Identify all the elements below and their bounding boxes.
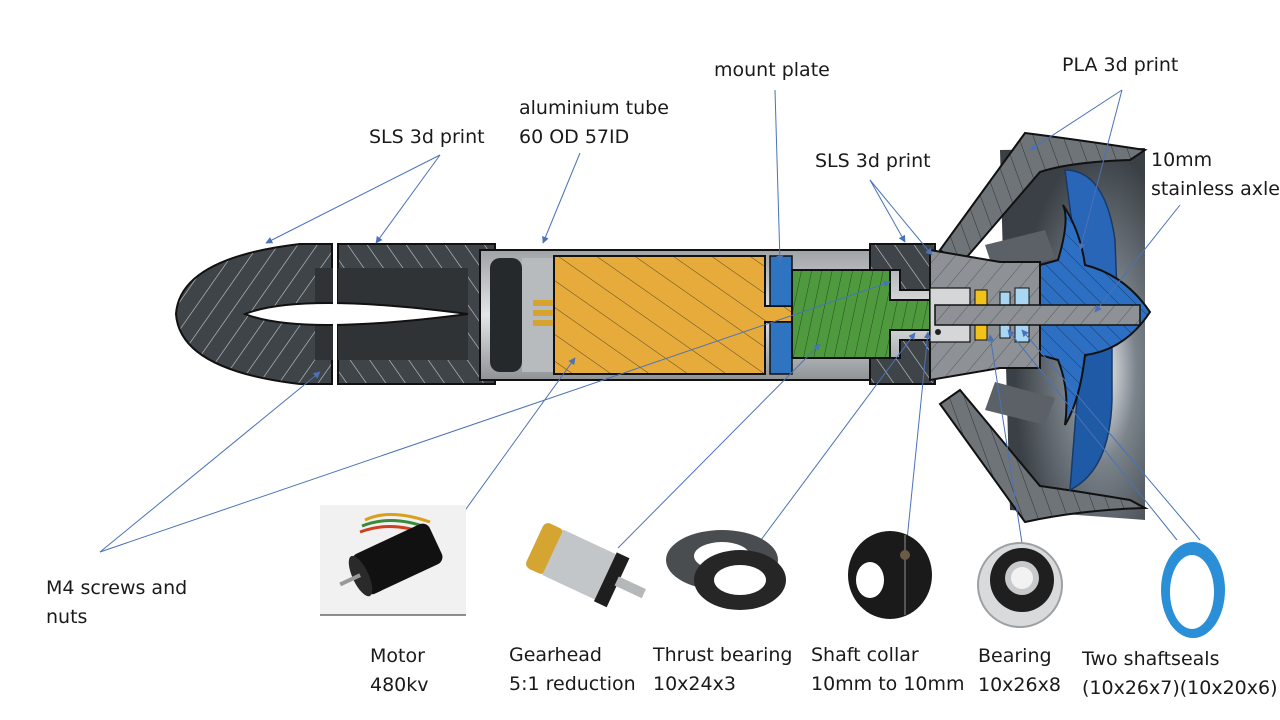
stainless-axle — [934, 304, 1141, 326]
coupling-housing — [869, 243, 1141, 385]
caption-shaft-seals-spec: (10x26x7)(10x20x6) — [1082, 677, 1278, 699]
caption-shaft-collar-spec: 10mm to 10mm — [811, 673, 965, 695]
label-pla-3d-print: PLA 3d print — [1062, 54, 1179, 76]
label-aluminium-tube-line2: 60 OD 57ID — [519, 126, 630, 148]
label-aluminium-tube-line1: aluminium tube — [519, 97, 669, 119]
nose-gap — [333, 244, 337, 384]
gearhead-photo-icon — [526, 523, 646, 608]
caption-motor-name: Motor — [370, 645, 425, 667]
caption-gearhead-name: Gearhead — [509, 644, 602, 666]
label-m4-screws: M4 screws and nuts — [46, 574, 187, 632]
caption-bearing: Bearing 10x26x8 — [978, 642, 1061, 700]
tail-section — [242, 243, 496, 385]
ball-bearing-photo-icon — [977, 542, 1063, 628]
caption-motor: Motor 480kv — [370, 642, 429, 700]
coupling-lower — [869, 339, 936, 385]
motor-connector-pins — [533, 300, 553, 326]
caption-shaft-collar: Shaft collar 10mm to 10mm — [811, 641, 965, 699]
caption-thrust-bearing-name: Thrust bearing — [653, 644, 793, 666]
caption-gearhead-spec: 5:1 reduction — [509, 673, 636, 695]
aluminium-tube — [479, 249, 936, 381]
tube-end-cap — [490, 258, 522, 372]
label-sls-3d-print-left: SLS 3d print — [369, 126, 485, 148]
caption-bearing-name: Bearing — [978, 645, 1052, 667]
label-stainless-axle: 10mm stainless axle — [1151, 146, 1280, 204]
mount-plate-upper — [769, 255, 793, 307]
caption-gearhead: Gearhead 5:1 reduction — [509, 641, 636, 699]
caption-thrust-bearing: Thrust bearing 10x24x3 — [653, 641, 792, 699]
coupling-upper — [869, 243, 936, 291]
caption-motor-spec: 480kv — [370, 674, 429, 696]
caption-thrust-bearing-spec: 10x24x3 — [653, 673, 736, 695]
shaft-collar-photo-icon — [848, 531, 932, 619]
caption-shaft-collar-name: Shaft collar — [811, 644, 919, 666]
label-axle-line2: stainless axle — [1151, 178, 1280, 200]
label-sls-3d-print-right: SLS 3d print — [815, 150, 931, 172]
shaft-seal-photo-icon — [1161, 542, 1225, 638]
mount-plate-lower — [769, 321, 793, 375]
label-axle-line1: 10mm — [1151, 149, 1213, 171]
label-aluminium-tube: aluminium tube 60 OD 57ID — [519, 94, 669, 152]
label-m4-line2: nuts — [46, 606, 88, 628]
hydrofoil-slot — [242, 302, 469, 326]
label-mount-plate: mount plate — [714, 59, 830, 81]
label-m4-line1: M4 screws and — [46, 577, 188, 599]
leader-lines — [99, 89, 1201, 561]
thrust-bearing-photo-icon — [666, 530, 786, 610]
caption-shaft-seals-name: Two shaftseals — [1082, 648, 1220, 670]
duct-lower-shroud — [938, 388, 1149, 524]
caption-shaft-seals: Two shaftseals (10x26x7)(10x20x6) — [1082, 645, 1278, 703]
duct-upper-shroud — [938, 131, 1148, 267]
caption-bearing-spec: 10x26x8 — [978, 674, 1061, 696]
set-screw — [935, 329, 941, 335]
motor-photo-icon — [320, 505, 466, 616]
